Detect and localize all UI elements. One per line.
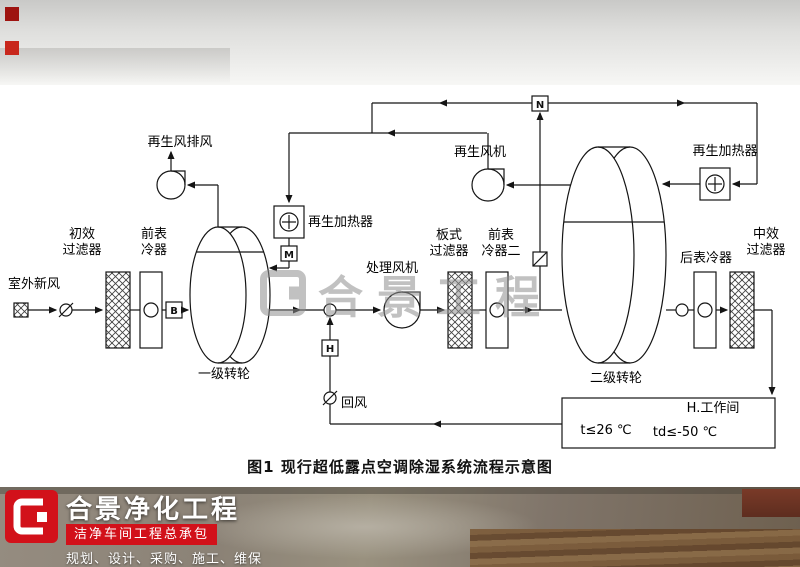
label-temp-room: t≤26 ℃ (580, 423, 632, 438)
valve-box-b: B (165, 301, 190, 319)
fresh-air-damper (58, 302, 104, 318)
label-regen-fan: 再生风机 (453, 145, 506, 160)
photo-horizon (0, 487, 800, 494)
process-fan (383, 291, 421, 329)
rotary-wheel-1 (189, 226, 271, 364)
front-cooler-1 (139, 271, 166, 349)
sky-photo-strip (0, 0, 800, 85)
workroom-box (561, 397, 776, 449)
label-rear-cooler: 后表冷器 (679, 251, 732, 266)
medium-filter (729, 271, 755, 349)
photo-rust-object (742, 489, 800, 517)
red-marker-top (5, 7, 19, 21)
plate-filter (447, 271, 486, 349)
regen-top-line (371, 99, 757, 133)
regen-fan (471, 133, 571, 202)
valve-b-letter: B (170, 306, 178, 317)
regen-mid-line (285, 129, 487, 204)
label-process-fan: 处理风机 (365, 261, 418, 276)
label-return-air: 回风 (341, 396, 368, 411)
primary-filter (105, 271, 140, 349)
label-medium-filter: 中效 过滤器 (746, 227, 786, 258)
photo-wood-planks (470, 529, 800, 567)
supply-junction-2 (675, 303, 689, 317)
fresh-air-inlet (13, 302, 58, 318)
label-workroom: H.工作间 (686, 401, 740, 416)
valve-m-letter: M (284, 250, 294, 261)
label-regen-heater-mid: 再生加热器 (308, 215, 374, 230)
label-front-cooler: 前表 冷器 (140, 227, 167, 258)
label-front-cooler2: 前表 冷器二 (481, 228, 521, 259)
label-wheel1: 一级转轮 (197, 367, 250, 382)
company-name: 合景净化工程 (66, 495, 241, 525)
company-services: 规划、设计、采购、施工、维保 (66, 552, 263, 567)
company-logo-icon (5, 490, 58, 543)
mixing-junction (323, 303, 337, 317)
system-diagram: B (13, 95, 776, 449)
regen-tap-riser: N (531, 95, 549, 310)
rear-cooler (693, 271, 717, 349)
footer-banner: 合景净化工程 洁净车间工程总承包 规划、设计、采购、施工、维保 (0, 487, 800, 567)
figure-caption: 图1 现行超低露点空调除湿系统流程示意图 (247, 458, 553, 476)
return-line: H (321, 316, 562, 428)
regen-heater-right (661, 103, 758, 201)
label-regen-heater-right: 再生加热器 (692, 144, 758, 159)
sky-shade (0, 48, 230, 85)
company-subtitle: 洁净车间工程总承包 (66, 524, 218, 545)
regen-heater-mid: M (268, 205, 305, 272)
rotary-wheel-2 (561, 146, 667, 364)
label-regen-exhaust: 再生风排风 (147, 135, 213, 150)
valve-h-letter: H (326, 344, 334, 355)
label-outdoor-air: 室外新风 (7, 277, 60, 292)
regen-exhaust-fan (156, 150, 219, 227)
label-primary-filter: 初效 过滤器 (62, 227, 102, 258)
valve-n-letter: N (536, 100, 544, 111)
label-temp-dewpoint: td≤-50 ℃ (652, 425, 718, 440)
label-wheel2: 二级转轮 (589, 371, 642, 386)
label-plate-filter: 板式 过滤器 (429, 228, 469, 259)
red-marker-bottom (5, 41, 19, 55)
front-cooler-2 (485, 271, 509, 349)
